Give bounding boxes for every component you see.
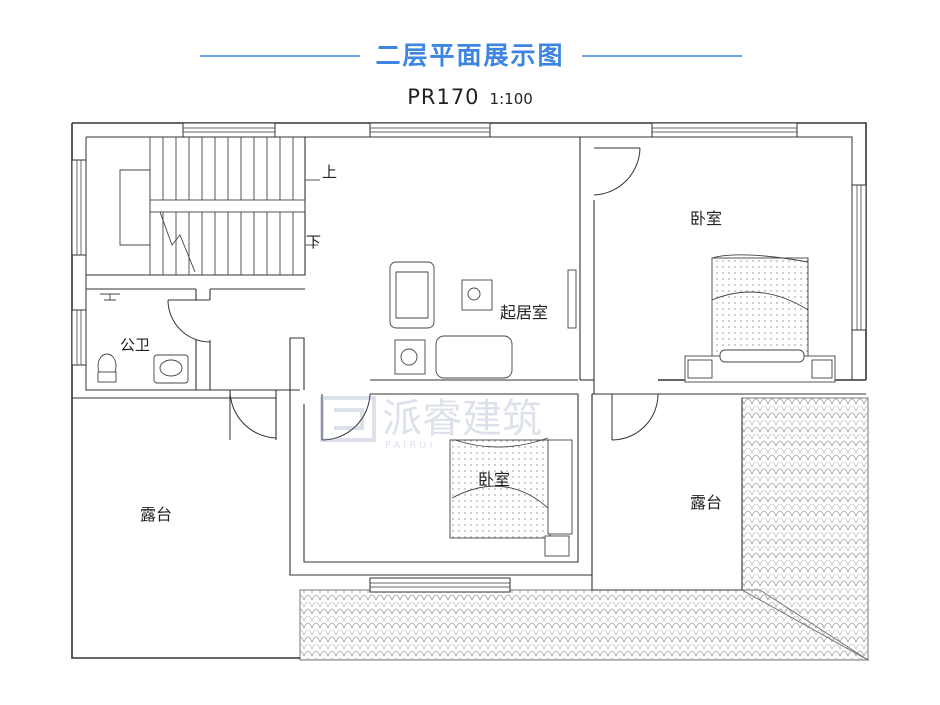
roof-tiles: [299, 397, 870, 661]
page-title: 二层平面展示图: [375, 41, 565, 70]
bathroom-label: 公卫: [120, 336, 150, 354]
south-bedroom-furniture: [449, 437, 573, 557]
east-bedroom-furniture: [684, 254, 836, 383]
interior-walls: [72, 137, 743, 591]
bathroom-fixtures: [97, 293, 189, 384]
page-header: 二层平面展示图: [0, 36, 940, 76]
plan-code: PR170: [407, 85, 480, 109]
doors: [167, 147, 659, 441]
windows: [71, 122, 867, 593]
living-room-label: 起居室: [500, 303, 548, 322]
watermark-subtext: PAIRUI: [385, 440, 435, 451]
watermark-text: 派睿建筑: [382, 396, 542, 442]
watermark-logo: 派睿建筑 PAIRUI: [320, 396, 542, 451]
stair-down-label: 下: [306, 233, 321, 251]
header-rule-left: [200, 55, 360, 57]
east-bedroom-label: 卧室: [690, 209, 722, 228]
living-furniture: [389, 261, 577, 379]
plan-subtitle: PR170 1:100: [0, 82, 940, 114]
header-rule-right: [582, 55, 742, 57]
west-terrace-label: 露台: [140, 505, 172, 524]
plan-scale: 1:100: [489, 90, 533, 108]
south-bedroom-label: 卧室: [478, 470, 510, 489]
staircase: [119, 137, 320, 275]
east-terrace-label: 露台: [690, 493, 722, 512]
stair-up-label: 上: [322, 163, 337, 181]
